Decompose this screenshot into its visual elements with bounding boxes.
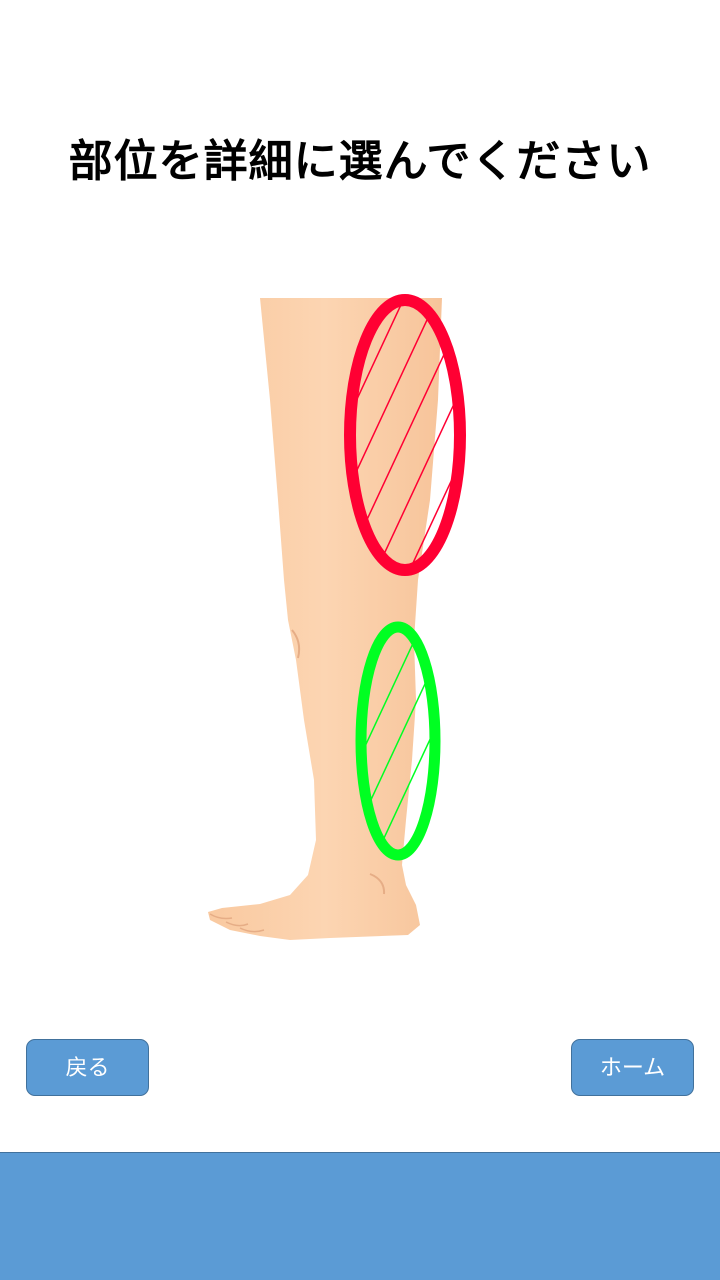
region-thigh[interactable] xyxy=(344,294,466,576)
back-button[interactable]: 戻る xyxy=(26,1039,149,1096)
home-button[interactable]: ホーム xyxy=(571,1039,694,1096)
leg-figure xyxy=(180,280,500,960)
region-calf[interactable] xyxy=(355,621,441,861)
footer-bar xyxy=(0,1152,720,1280)
page-title: 部位を詳細に選んでください xyxy=(68,136,652,187)
